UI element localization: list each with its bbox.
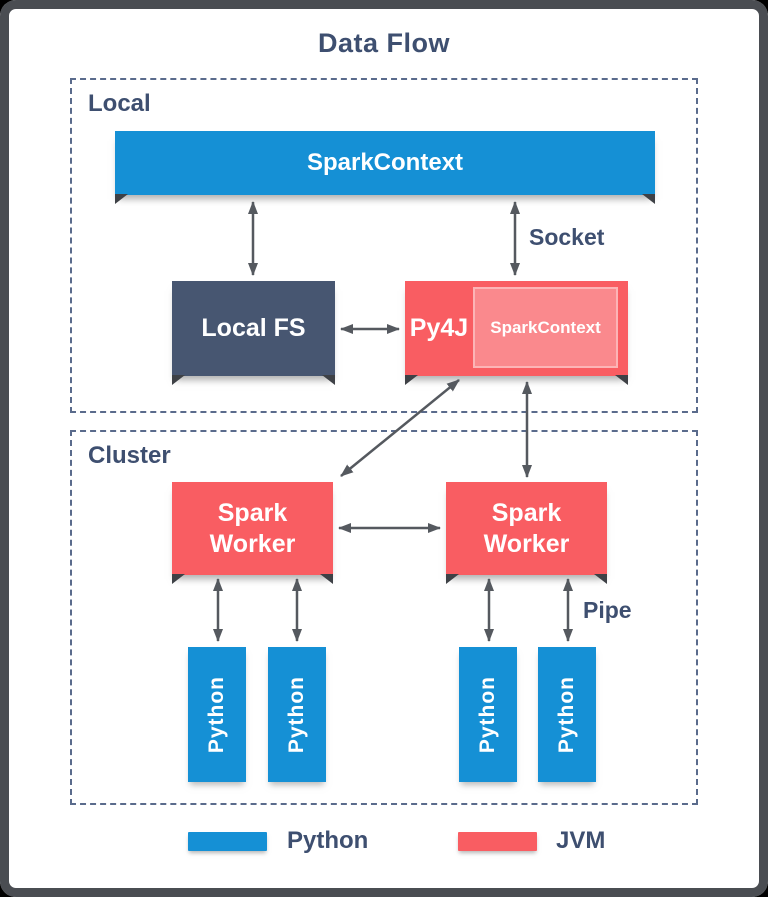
python-label: Python xyxy=(205,675,228,754)
local-fs-node: Local FS xyxy=(172,281,335,385)
spark-worker-label-line2: Worker xyxy=(209,529,296,558)
py4j-node: Py4J SparkContext xyxy=(405,281,628,385)
shadow-notch-right xyxy=(615,375,628,385)
local-section-label: Local xyxy=(88,90,151,117)
spark-worker-label-line1: Spark xyxy=(217,498,288,527)
socket-arrow-label: Socket xyxy=(529,224,605,250)
spark-context-node: SparkContext xyxy=(115,131,655,204)
py4j-label: Py4J xyxy=(409,314,469,342)
python-label: Python xyxy=(285,675,308,754)
page-title: Data Flow xyxy=(317,28,450,58)
python-node-1: Python xyxy=(188,647,246,782)
python-node-4: Python xyxy=(538,647,596,782)
python-node-2: Python xyxy=(268,647,326,782)
shadow-notch-left xyxy=(172,574,185,584)
pipe-arrow-label: Pipe xyxy=(583,597,632,623)
shadow-notch-right xyxy=(322,375,335,385)
local-fs-label: Local FS xyxy=(201,314,306,342)
jvm-spark-context-label: SparkContext xyxy=(490,317,601,337)
spark-context-label: SparkContext xyxy=(306,149,464,176)
python-label: Python xyxy=(476,675,499,754)
jvm-spark-context-node: SparkContext xyxy=(473,287,618,368)
python-label: Python xyxy=(555,675,578,754)
legend-swatch-jvm xyxy=(458,832,537,851)
shadow-notch-right xyxy=(320,574,333,584)
spark-worker-node-1: Spark Worker xyxy=(172,482,333,584)
shadow-notch-left xyxy=(115,194,128,204)
spark-worker-label-line1: Spark xyxy=(491,498,562,527)
shadow-notch-right xyxy=(642,194,655,204)
legend-label-jvm: JVM xyxy=(556,827,606,854)
legend-swatch-python xyxy=(188,832,267,851)
python-node-3: Python xyxy=(459,647,517,782)
shadow-notch-left xyxy=(446,574,459,584)
shadow-notch-right xyxy=(594,574,607,584)
shadow-notch-left xyxy=(172,375,185,385)
spark-worker-label-line2: Worker xyxy=(483,529,570,558)
cluster-section-label: Cluster xyxy=(88,442,171,469)
legend-label-python: Python xyxy=(287,827,369,854)
spark-worker-node-2: Spark Worker xyxy=(446,482,607,584)
